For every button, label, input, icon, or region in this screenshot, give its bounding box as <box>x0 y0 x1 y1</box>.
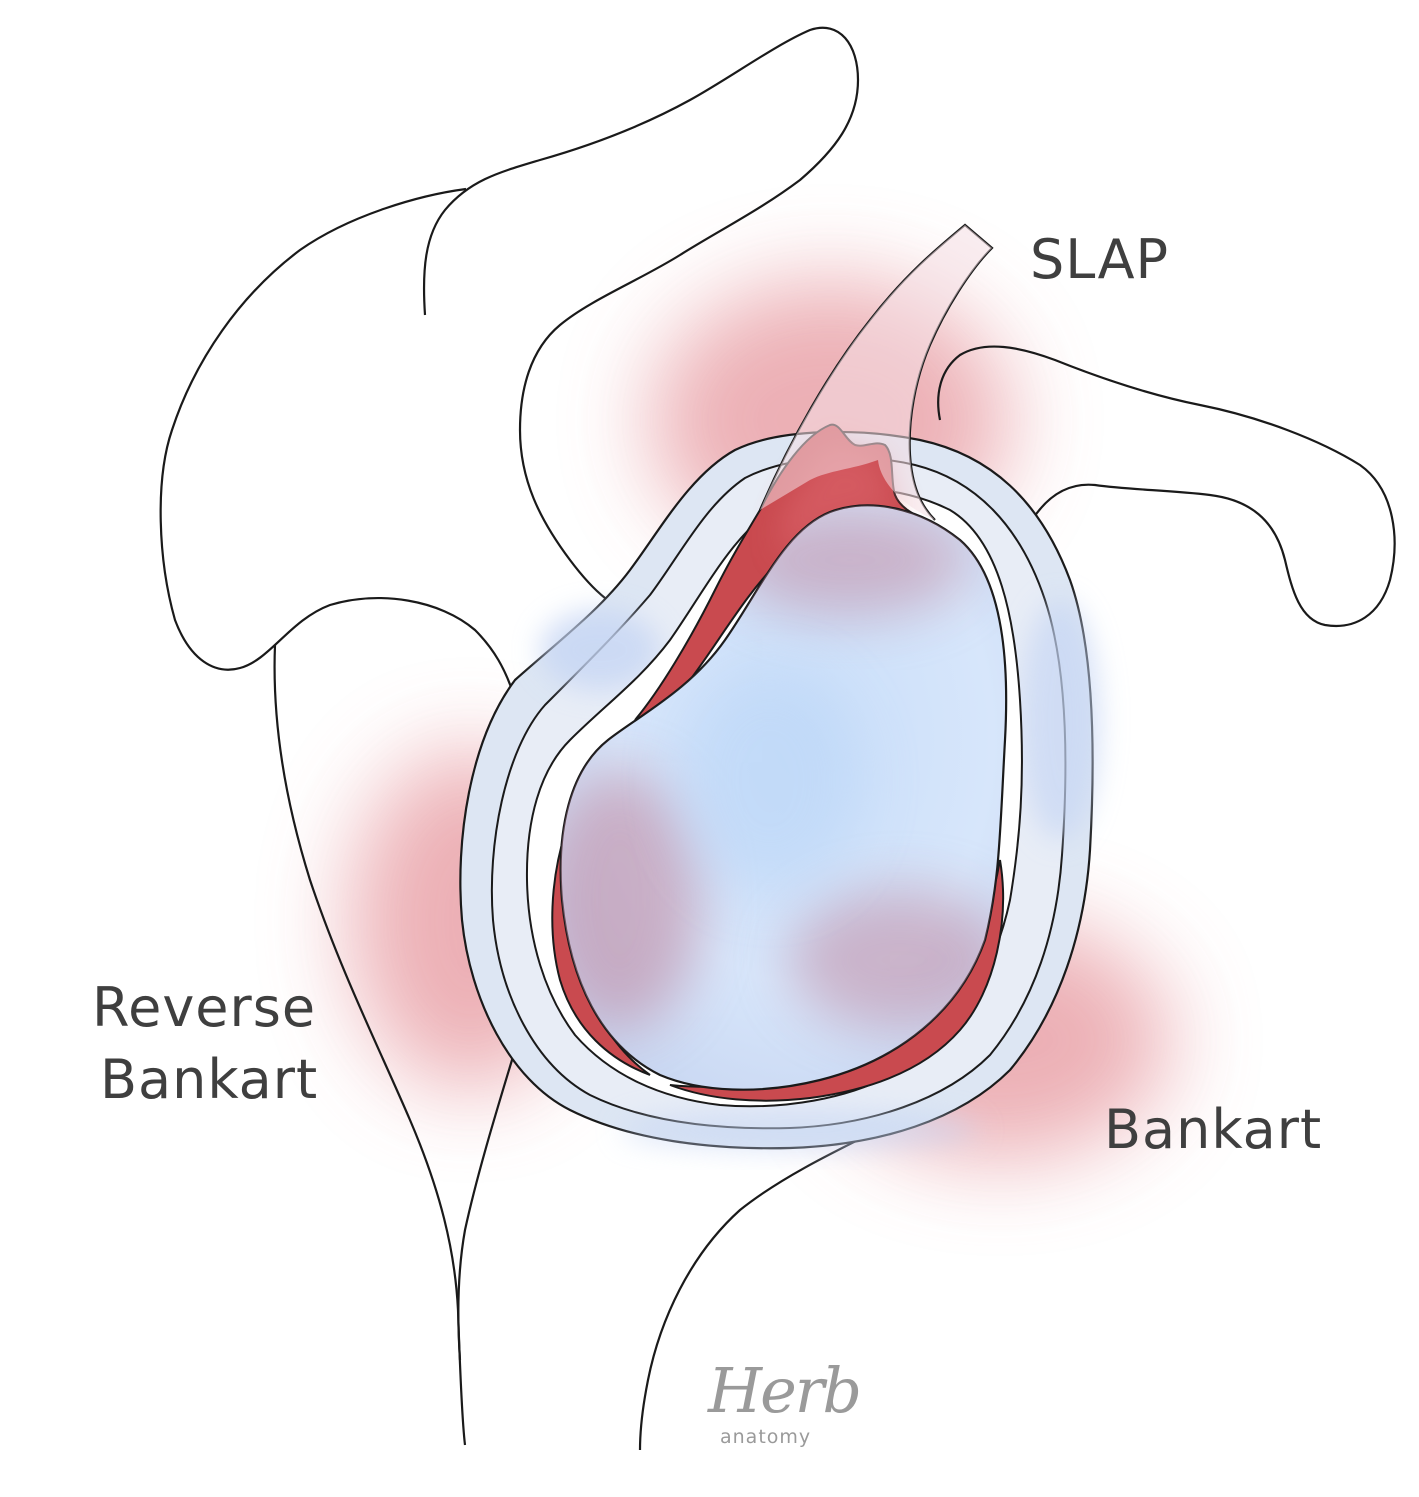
reverse-bankart-label-line1: Reverse <box>92 976 317 1039</box>
scapula-medial-line <box>638 1109 919 1451</box>
slap-label: SLAP <box>1030 228 1170 291</box>
signature-subtitle: anatomy <box>720 1426 812 1448</box>
biceps-tendon-fill <box>760 225 992 520</box>
scapula-neck-line <box>457 1049 517 1361</box>
coracoid-process-outline <box>937 345 1396 627</box>
scapula-outline <box>422 26 860 599</box>
signature-logo: Herb <box>708 1354 862 1427</box>
acromion-outline <box>159 187 514 691</box>
bankart-label: Bankart <box>1104 1098 1323 1161</box>
labrum-tint <box>540 600 1100 1150</box>
reverse-bankart-label-line2: Bankart <box>100 1048 319 1111</box>
